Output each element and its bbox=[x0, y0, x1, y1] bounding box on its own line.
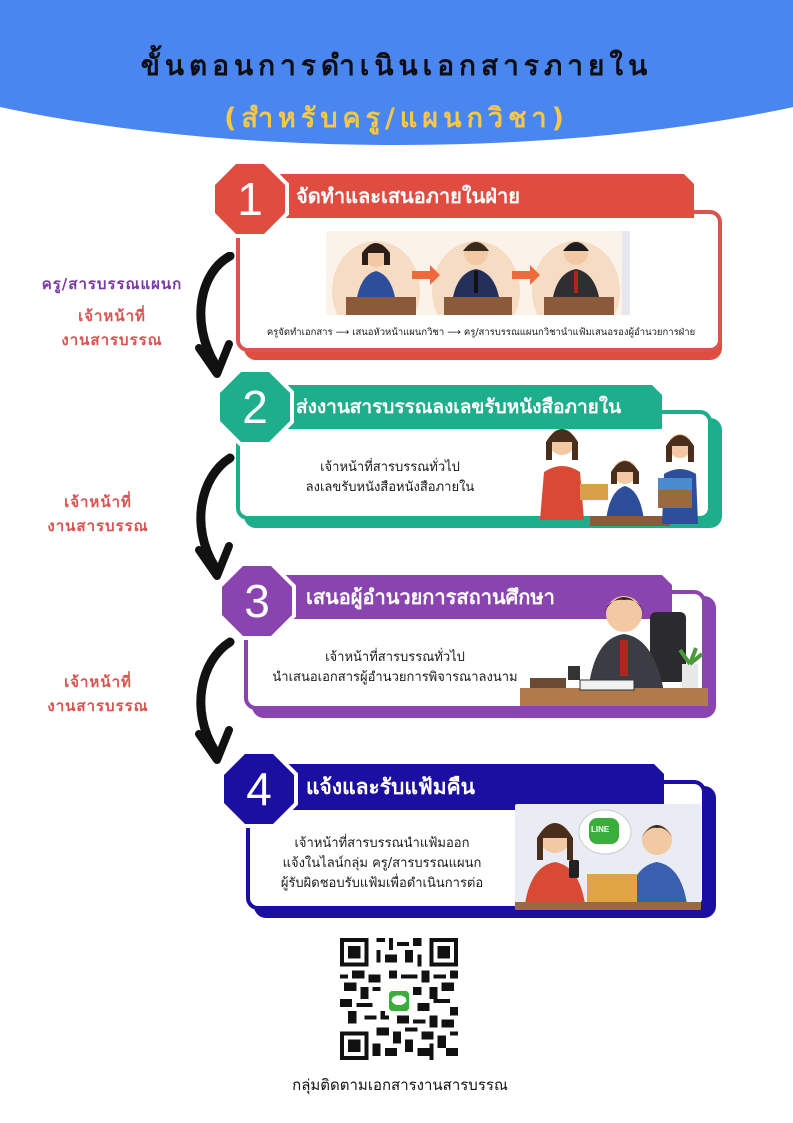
step-1-title: จัดทำและเสนอภายในฝ่าย bbox=[296, 184, 520, 208]
side-label-role: งานสารบรรณ bbox=[47, 697, 149, 715]
step-1-header: จัดทำและเสนอภายในฝ่าย bbox=[262, 174, 694, 218]
side-label-role: เจ้าหน้าที่ bbox=[64, 493, 132, 511]
step-4-title: แจ้งและรับแฟ้มคืน bbox=[306, 774, 476, 799]
page-title: ขั้นตอนการดำเนินเอกสารภายใน bbox=[140, 49, 653, 82]
step-2-number-badge: 2 bbox=[220, 372, 290, 442]
page-subtitle: (สำหรับครู/แผนกวิชา) bbox=[224, 103, 569, 134]
qr-caption: กลุ่มติดตามเอกสารงานสารบรรณ bbox=[292, 1076, 508, 1094]
line-badge: LINE bbox=[591, 825, 610, 834]
side-label-role: งานสารบรรณ bbox=[47, 517, 149, 535]
step-3-number-badge: 3 bbox=[222, 566, 292, 636]
step-4-illustration: LINE bbox=[515, 804, 701, 910]
step-2-number: 2 bbox=[242, 381, 268, 433]
side-label-3: เจ้าหน้าที่ งานสารบรรณ bbox=[28, 670, 168, 718]
line-handover-icon bbox=[515, 809, 701, 910]
step-2-description-line: ลงเลขรับหนังสือหนังสือภายใน bbox=[305, 480, 475, 495]
step-2-header: ส่งงานสารบรรณลงเลขรับหนังสือภายใน bbox=[262, 385, 662, 429]
step-1-number-badge: 1 bbox=[215, 164, 285, 234]
step-4-number-badge: 4 bbox=[224, 754, 294, 824]
step-4-description-line: เจ้าหน้าที่สารบรรณนำแฟ้มออก bbox=[294, 836, 470, 851]
header-banner bbox=[0, 0, 793, 145]
qr-code-icon bbox=[340, 938, 458, 1060]
side-label-role: ครู/สารบรรณแผนก bbox=[41, 275, 183, 293]
step-3-description: เจ้าหน้าที่สารบรรณทั่วไป นำเสนอเอกสารผู้… bbox=[250, 648, 540, 688]
curved-arrow-down-icon bbox=[195, 252, 235, 378]
step-4-description: เจ้าหน้าที่สารบรรณนำแฟ้มออก แจ้งในไลน์กล… bbox=[256, 834, 508, 894]
staff-receiving-documents-icon bbox=[540, 429, 698, 526]
step-4-description-line: แจ้งในไลน์กลุ่ม ครู/สารบรรณแผนก bbox=[282, 856, 482, 871]
director-signing-icon bbox=[520, 596, 708, 706]
step-3-title: เสนอผู้อำนวยการสถานศึกษา bbox=[306, 585, 555, 609]
step-3-description-line: นำเสนอเอกสารผู้อำนวยการพิจารณาลงนาม bbox=[272, 670, 518, 685]
side-label-role: เจ้าหน้าที่ bbox=[78, 307, 146, 325]
side-label-2: เจ้าหน้าที่ งานสารบรรณ bbox=[28, 490, 168, 538]
step-2-title: ส่งงานสารบรรณลงเลขรับหนังสือภายใน bbox=[296, 396, 622, 418]
side-label-1: ครู/สารบรรณแผนก เจ้าหน้าที่ งานสารบรรณ bbox=[22, 272, 202, 352]
step-1-number: 1 bbox=[237, 173, 263, 225]
curved-arrow-down-icon bbox=[195, 637, 235, 764]
step-4-header: แจ้งและรับแฟ้มคืน bbox=[272, 764, 664, 810]
curved-arrow-down-icon bbox=[195, 453, 235, 580]
step-3-number: 3 bbox=[244, 575, 270, 627]
office-workers-illustration-icon bbox=[332, 231, 630, 315]
step-1-description: ครูจัดทำเอกสาร ⟶ เสนอหัวหน้าแผนกวิชา ⟶ ค… bbox=[266, 327, 696, 338]
step-3-illustration bbox=[520, 582, 708, 708]
step-2-description: เจ้าหน้าที่สารบรรณทั่วไป ลงเลขรับหนังสือ… bbox=[260, 458, 520, 498]
line-group-qr-code[interactable] bbox=[340, 938, 458, 1060]
side-label-role: เจ้าหน้าที่ bbox=[64, 673, 132, 691]
step-3-description-line: เจ้าหน้าที่สารบรรณทั่วไป bbox=[325, 650, 465, 665]
step-4-number: 4 bbox=[246, 763, 272, 815]
step-1-illustration bbox=[326, 231, 630, 315]
step-2-illustration bbox=[530, 420, 706, 526]
step-3-header: เสนอผู้อำนวยการสถานศึกษา bbox=[272, 575, 672, 619]
step-4-description-line: ผู้รับผิดชอบรับแฟ้มเพื่อดำเนินการต่อ bbox=[280, 876, 484, 891]
step-2-description-line: เจ้าหน้าที่สารบรรณทั่วไป bbox=[320, 460, 460, 475]
side-label-role: งานสารบรรณ bbox=[61, 331, 163, 349]
